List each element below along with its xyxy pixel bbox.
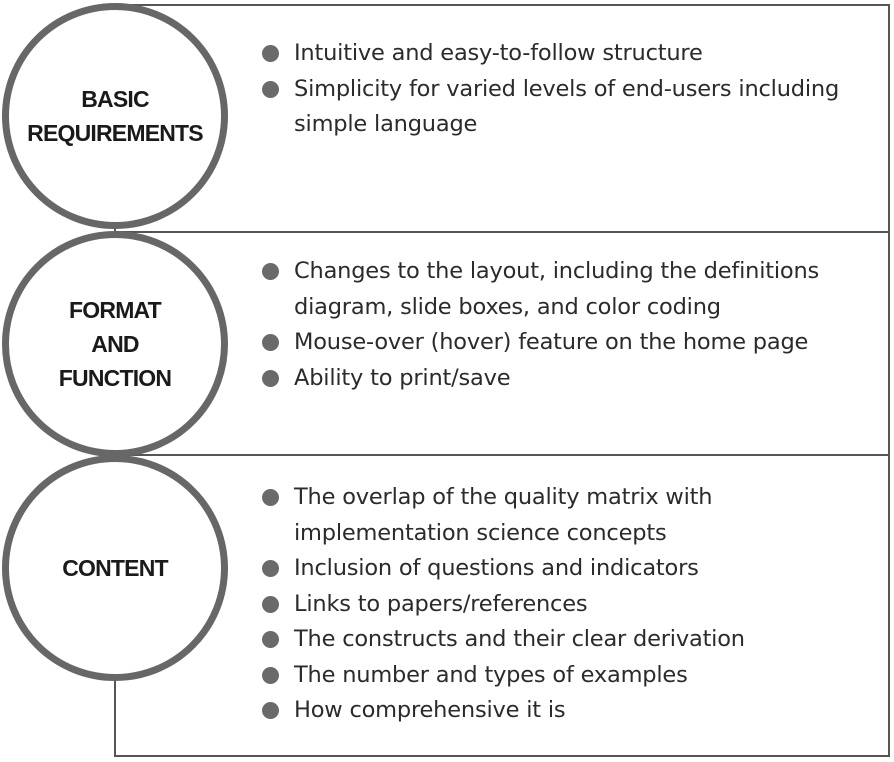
bullet-dot-icon	[262, 560, 279, 577]
list-item: Ability to print/save	[262, 361, 882, 397]
list-item-text: Changes to the layout, including the def…	[294, 258, 820, 320]
list-item-text: Intuitive and easy-to-follow structure	[294, 40, 703, 66]
bullet-dot-icon	[262, 334, 279, 351]
list-item-text: Simplicity for varied levels of end-user…	[294, 75, 840, 138]
format-and-function-box	[114, 231, 890, 456]
list-item: The number and types of examples	[262, 658, 882, 694]
list-item-text: The number and types of examples	[294, 661, 688, 688]
format-and-function-list: Changes to the layout, including the def…	[262, 254, 882, 396]
content-box	[114, 454, 890, 757]
list-item: Changes to the layout, including the def…	[262, 254, 882, 325]
list-item-text: The overlap of the quality matrix with i…	[294, 484, 713, 546]
list-item: Simplicity for varied levels of end-user…	[262, 72, 882, 143]
list-item: The constructs and their clear derivatio…	[262, 622, 882, 658]
bullet-dot-icon	[262, 45, 279, 62]
list-item: Intuitive and easy-to-follow structure	[262, 36, 882, 72]
bullet-dot-icon	[262, 263, 279, 280]
format-and-function-circle: FORMAT AND FUNCTION	[2, 231, 228, 457]
list-item: Links to papers/references	[262, 587, 882, 623]
list-item: The overlap of the quality matrix with i…	[262, 480, 882, 551]
bullet-dot-icon	[262, 631, 279, 648]
basic-requirements-circle: BASIC REQUIREMENTS	[2, 3, 228, 229]
list-item-text: The constructs and their clear derivatio…	[294, 626, 745, 652]
list-item-text: Ability to print/save	[294, 364, 511, 391]
content-circle: CONTENT	[2, 455, 228, 681]
list-item: Mouse-over (hover) feature on the home p…	[262, 325, 882, 361]
list-item-text: Mouse-over (hover) feature on the home p…	[294, 329, 809, 355]
section-title: CONTENT	[62, 555, 168, 581]
basic-requirements-list: Intuitive and easy-to-follow structure S…	[262, 36, 882, 143]
section-title: BASIC REQUIREMENTS	[27, 86, 204, 146]
basic-requirements-box	[114, 4, 890, 233]
section-title: FORMAT AND FUNCTION	[58, 297, 172, 391]
list-item-text: How comprehensive it is	[294, 697, 566, 723]
bullet-dot-icon	[262, 80, 279, 98]
content-list: The overlap of the quality matrix with i…	[262, 480, 882, 729]
bullet-dot-icon	[262, 702, 279, 719]
list-item: How comprehensive it is	[262, 693, 882, 729]
list-item-text: Inclusion of questions and indicators	[294, 555, 699, 581]
list-item: Inclusion of questions and indicators	[262, 551, 882, 587]
list-item-text: Links to papers/references	[294, 590, 588, 617]
bullet-dot-icon	[262, 666, 279, 684]
bullet-dot-icon	[262, 369, 279, 387]
bullet-dot-icon	[262, 595, 279, 613]
bullet-dot-icon	[262, 489, 279, 506]
